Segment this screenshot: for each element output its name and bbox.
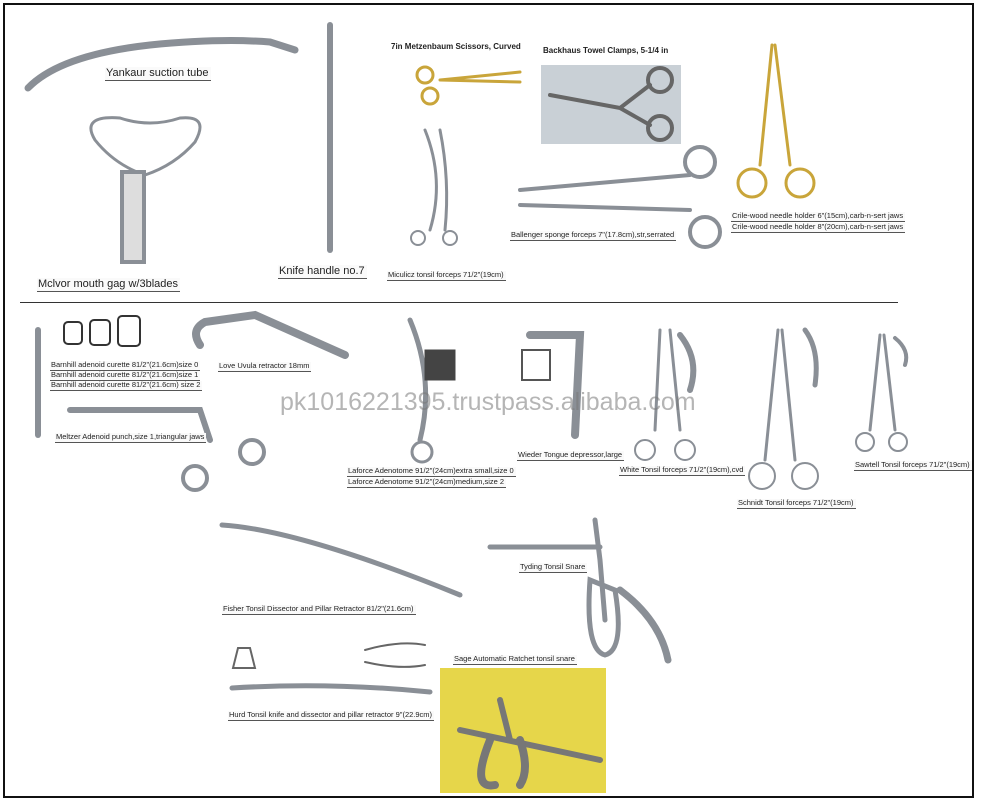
label-fisher: Fisher Tonsil Dissector and Pillar Retra…: [222, 604, 416, 616]
section-divider: [20, 302, 898, 303]
yankaur-suction-tube-image: [24, 37, 299, 92]
label-ballenger: Ballenger sponge forceps 7"(17.8cm),str,…: [510, 230, 677, 242]
fisher-dissector-image: [219, 522, 463, 598]
backhaus-clamp-image: [548, 66, 674, 142]
label-barnhill-1: Barnhill adenoid curette 81/2"(21.6cm)si…: [50, 370, 201, 382]
watermark: pk1016221395.trustpass.alibaba.com: [280, 388, 696, 416]
metzenbaum-scissors-image: [415, 65, 522, 106]
page-border: [3, 3, 974, 798]
barnhill-curette-image: [35, 315, 141, 438]
tyding-snare-image: [487, 517, 672, 664]
label-yankaur: Yankaur suction tube: [105, 67, 211, 82]
label-crile-wood-8: Crile-wood needle holder 8"(20cm),carb-n…: [731, 222, 906, 234]
sage-snare-image: [457, 697, 603, 790]
laforce-adenotome-image: [407, 317, 456, 464]
schnidt-forceps-image: [748, 327, 819, 490]
label-mcivor: Mclvor mouth gag w/3blades: [37, 278, 181, 293]
label-white-forceps: White Tonsil forceps 71/2"(19cm),cvd: [619, 465, 746, 477]
label-metzenbaum: 7in Metzenbaum Scissors, Curved: [391, 42, 521, 51]
label-laforce-0: Laforce Adenotome 91/2"(24cm)extra small…: [347, 466, 516, 478]
meltzer-punch-image: [67, 407, 266, 492]
label-love-retractor: Love Uvula retractor 18mm: [218, 361, 312, 373]
wieder-depressor-image: [521, 331, 585, 439]
label-sawtell-forceps: Sawtell Tonsil forceps 71/2"(19cm): [854, 460, 972, 472]
label-knife-handle: Knife handle no.7: [278, 265, 367, 280]
ballenger-forceps-image: [518, 145, 722, 249]
miculicz-forceps-image: [410, 128, 458, 246]
label-hurd: Hurd Tonsil knife and dissector and pill…: [228, 710, 435, 722]
white-forceps-image: [634, 328, 697, 461]
love-retractor-image: [192, 310, 349, 359]
label-meltzer: Meltzer Adenoid punch,size 1,triangular …: [55, 432, 207, 444]
label-wieder: Wieder Tongue depressor,large: [517, 450, 625, 462]
label-sage: Sage Automatic Ratchet tonsil snare: [453, 654, 577, 666]
label-miculicz: Miculicz tonsil forceps 71/2"(19cm): [387, 270, 506, 282]
label-backhaus: Backhaus Towel Clamps, 5-1/4 in: [543, 46, 669, 55]
label-tyding-snare: Tyding Tonsil Snare: [519, 562, 588, 574]
sawtell-forceps-image: [855, 333, 909, 452]
label-barnhill-0: Barnhill adenoid curette 81/2"(21.6cm)si…: [50, 360, 201, 372]
label-schnidt-forceps: Schnidt Tonsil forceps 71/2"(19cm): [737, 498, 856, 510]
label-crile-wood-6: Crile-wood needle holder 6"(15cm),carb-n…: [731, 211, 906, 223]
mcivor-mouth-gag-image: [89, 116, 202, 264]
label-barnhill-2: Barnhill adenoid curette 81/2"(21.6cm) s…: [50, 380, 203, 392]
label-laforce-2: Laforce Adenotome 91/2"(24cm)medium,size…: [347, 477, 507, 489]
hurd-knife-image: [229, 642, 433, 695]
crile-wood-needle-holder-image: [736, 43, 816, 199]
